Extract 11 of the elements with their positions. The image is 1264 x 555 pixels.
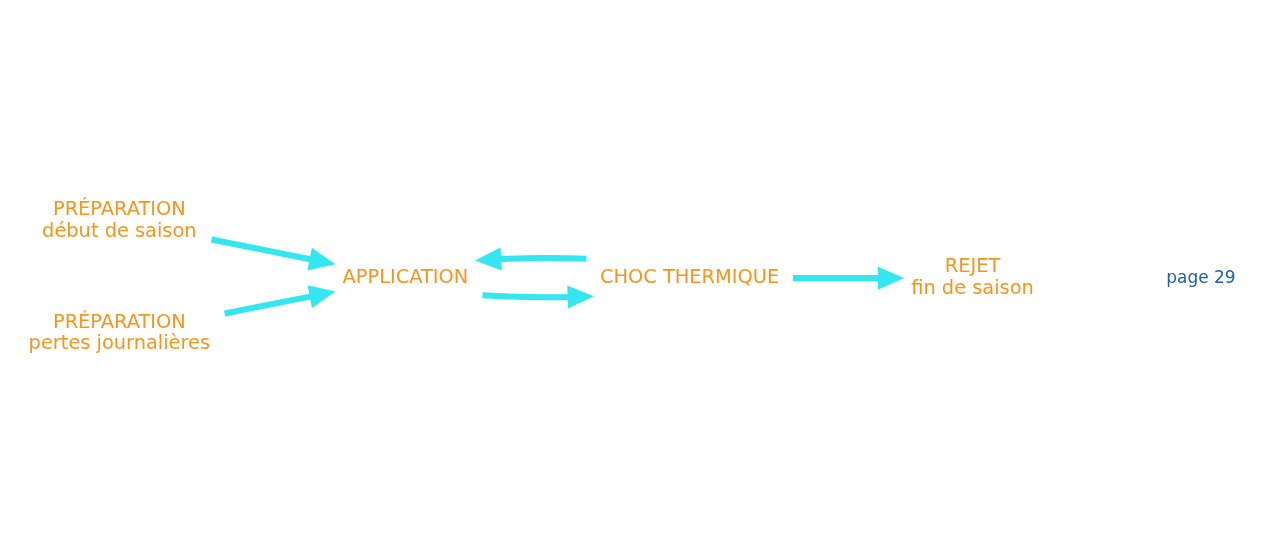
arrow [482,285,594,309]
arrow [210,236,336,271]
arrow [223,285,336,317]
node-text: REJET fin de saison [911,253,1034,299]
node-text: APPLICATION [342,264,469,288]
arrow [792,266,905,290]
node-text: CHOC THERMIQUE [599,264,780,288]
arrow [474,247,587,271]
label: page 29 [1166,266,1236,287]
node-text: PRÉPARATION pertes journalières [28,309,211,355]
node-text: PRÉPARATION début de saison [42,196,197,242]
